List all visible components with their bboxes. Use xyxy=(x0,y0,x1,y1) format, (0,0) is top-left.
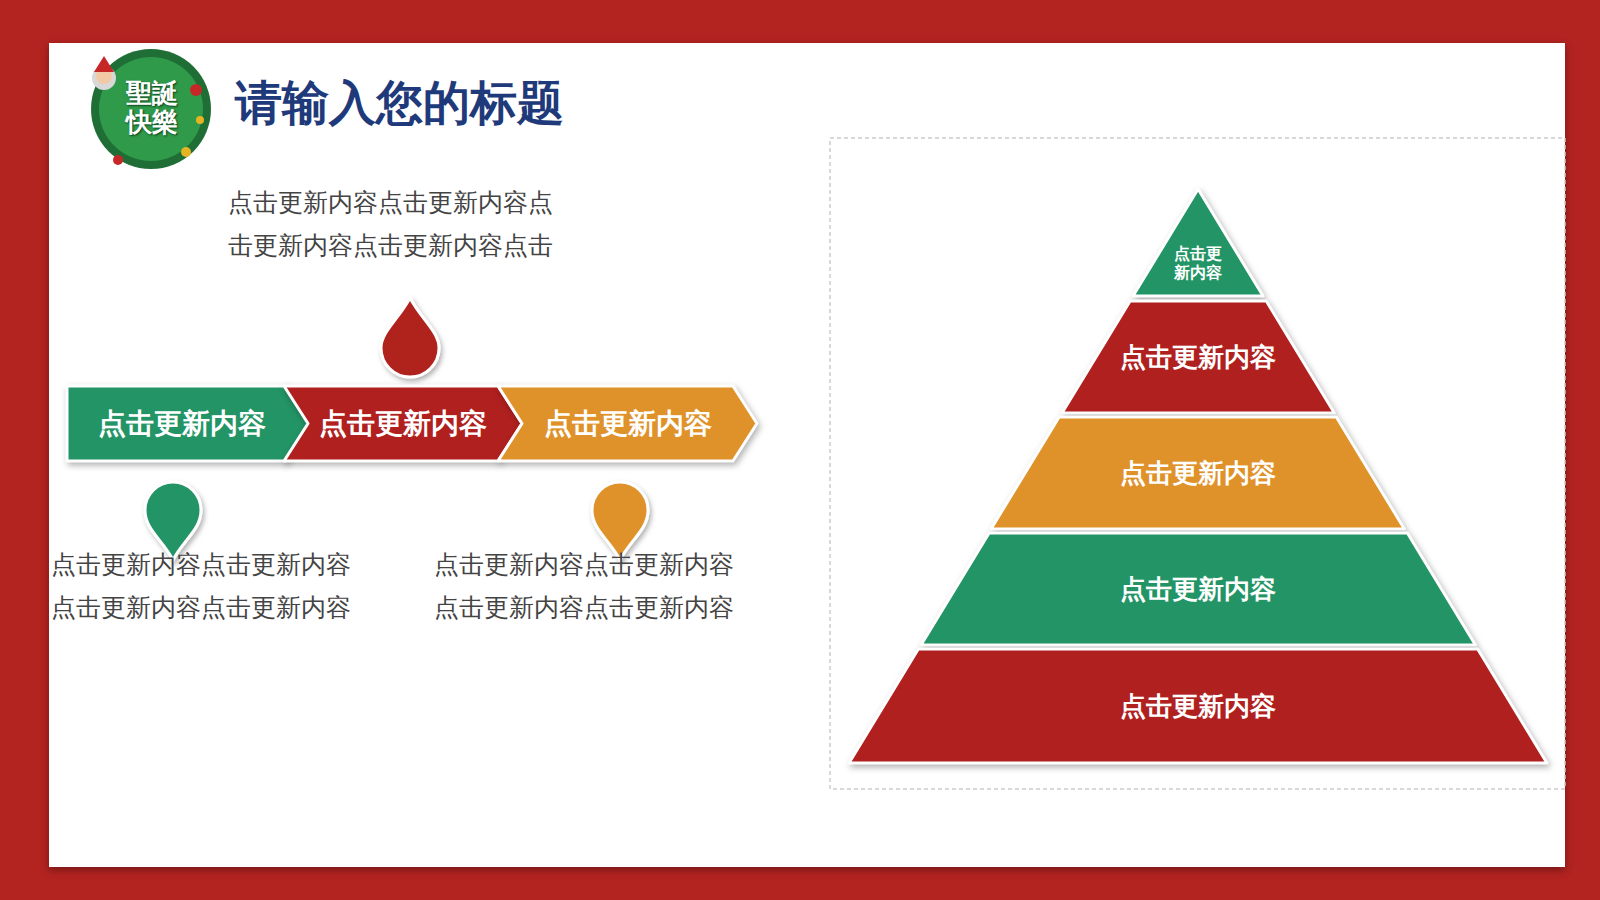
shape-fill xyxy=(921,533,1475,645)
dashed-frame xyxy=(830,138,1565,789)
node-text-group: 点击更新内容 xyxy=(98,405,266,443)
orange-pin xyxy=(592,482,648,560)
node-label: 点击更 新内容 xyxy=(1173,244,1223,282)
paragraph: 点击更新内容点击更新内容 点击更新内容点击更新内容 xyxy=(51,543,376,629)
node-label: 点击更新内容 xyxy=(1120,572,1276,607)
pyramid-layer: 点击更 新内容 xyxy=(1133,189,1263,296)
node-label: 点击更新内容 xyxy=(544,405,712,443)
slide-title: 请输入您的标题 xyxy=(235,72,564,135)
node-text-group: 点击更新内容 xyxy=(1120,572,1276,607)
node-text-group: 点击更 新内容 xyxy=(1173,244,1223,282)
node-text-group: 点击更新内容 xyxy=(1120,689,1276,724)
pyramid-layer: 点击更新内容 xyxy=(921,533,1475,645)
green-pin xyxy=(145,482,201,560)
node-text-group: 点击更新内容 xyxy=(1120,340,1276,375)
node-label: 点击更新内容 xyxy=(319,405,487,443)
shape-fill xyxy=(991,417,1404,529)
paragraph: 点击更新内容点击更新内容 点击更新内容点击更新内容 xyxy=(434,543,759,629)
node-text-group: 点击更新内容 xyxy=(544,405,712,443)
chevron-step: 点击更新内容 xyxy=(284,386,522,461)
paragraph: 点击更新内容点击更新内容点 击更新内容点击更新内容点击 xyxy=(228,181,580,267)
shape-fill xyxy=(498,386,757,461)
node-text-group: 点击更新内容 xyxy=(319,405,487,443)
chevron-step: 点击更新内容 xyxy=(67,386,310,461)
shape-fill xyxy=(1133,189,1263,296)
logo-text: 聖誕快樂 xyxy=(121,79,183,136)
shape-fill xyxy=(849,649,1547,763)
pyramid-layer: 点击更新内容 xyxy=(1062,301,1334,413)
node-label: 点击更新内容 xyxy=(1120,456,1276,491)
red-drop xyxy=(381,298,439,377)
christmas-logo xyxy=(91,49,211,169)
node-label: 点击更新内容 xyxy=(98,405,266,443)
node-label: 点击更新内容 xyxy=(1120,689,1276,724)
shape-fill xyxy=(67,386,310,461)
node-text-group: 点击更新内容 xyxy=(1120,456,1276,491)
chevron-step: 点击更新内容 xyxy=(498,386,757,461)
node-label: 点击更新内容 xyxy=(1120,340,1276,375)
shape-fill xyxy=(1062,301,1334,413)
pyramid-layer: 点击更新内容 xyxy=(991,417,1404,529)
pyramid-layer: 点击更新内容 xyxy=(849,649,1547,763)
shape-fill xyxy=(284,386,522,461)
